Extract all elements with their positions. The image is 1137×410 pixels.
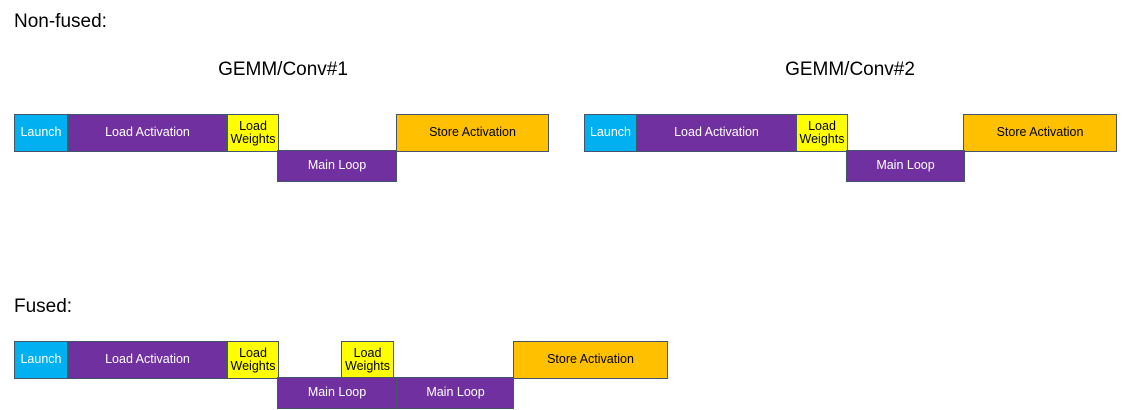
bar-gemm-conv-1-load-weights: Load Weights [227, 114, 279, 152]
bar-gemm-conv-2-main-loop: Main Loop [846, 150, 965, 182]
group-title-gemm-conv-1: GEMM/Conv#1 [218, 59, 348, 80]
section-label-fused: Fused: [14, 296, 73, 317]
bar-gemm-conv-2-load-activation: Load Activation [637, 114, 796, 152]
bar-gemm-conv-1-launch: Launch [14, 114, 68, 152]
bar-gemm-conv-2-store-activation: Store Activation [963, 114, 1117, 152]
bar-fused-timeline-load-activation: Load Activation [68, 341, 227, 379]
bar-fused-timeline-main-loop-1: Main Loop [277, 377, 397, 409]
bar-gemm-conv-2-load-weights: Load Weights [796, 114, 848, 152]
bar-fused-timeline-launch: Launch [14, 341, 68, 379]
bar-gemm-conv-1-store-activation: Store Activation [396, 114, 549, 152]
bar-fused-timeline-load-weights-2: Load Weights [341, 341, 394, 379]
bar-fused-timeline-main-loop-2: Main Loop [397, 377, 514, 409]
bar-fused-timeline-load-weights-1: Load Weights [227, 341, 279, 379]
group-title-gemm-conv-2: GEMM/Conv#2 [785, 59, 915, 80]
bar-gemm-conv-2-launch: Launch [584, 114, 637, 152]
section-label-non-fused: Non-fused: [14, 11, 107, 32]
bar-gemm-conv-1-load-activation: Load Activation [68, 114, 227, 152]
bar-gemm-conv-1-main-loop: Main Loop [277, 150, 397, 182]
bar-fused-timeline-store-activation: Store Activation [513, 341, 668, 379]
